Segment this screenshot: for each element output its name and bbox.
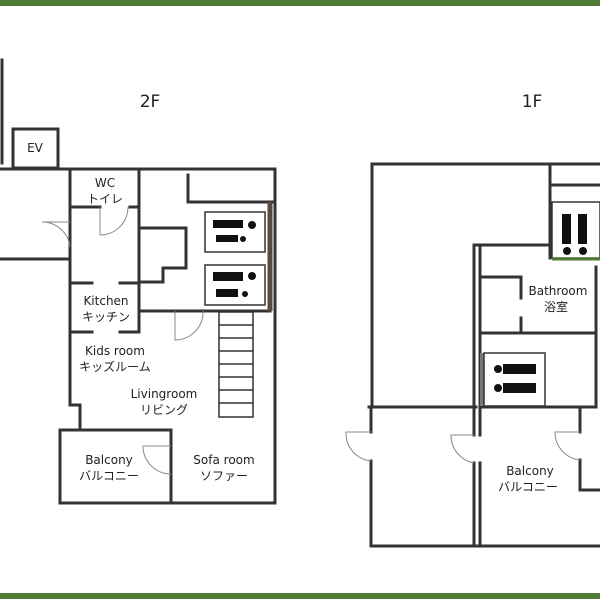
floor-2f-plan: 2F EV WC トイレ xyxy=(0,58,277,505)
bed-icon xyxy=(480,352,546,407)
kids-room-label: Kids room xyxy=(85,344,145,358)
ev-label: EV xyxy=(27,141,44,155)
living-room-label-ja: リビング xyxy=(140,403,188,417)
kitchen-label-ja: キッチン xyxy=(82,310,130,324)
living-room-label: Livingroom xyxy=(131,387,198,401)
bottom-frame-bar xyxy=(0,593,600,599)
bathroom-label-ja: 浴室 xyxy=(544,299,568,314)
staircase xyxy=(218,311,254,418)
wc-label-ja: トイレ xyxy=(87,192,123,206)
balcony-label-ja: バルコニー xyxy=(79,469,139,483)
sofa-room-label-ja: ソファー xyxy=(200,469,248,483)
bed-icon xyxy=(204,264,266,306)
bathroom-label: Bathroom xyxy=(529,284,588,298)
bed-icon xyxy=(204,211,266,253)
balcony-1f-label-ja: バルコニー xyxy=(498,480,558,494)
balcony-label: Balcony xyxy=(85,453,133,467)
sofa-room-label: Sofa room xyxy=(193,453,254,467)
kids-room-label-ja: キッズルーム xyxy=(79,359,151,374)
floor-1f-title: 1F xyxy=(522,92,543,112)
top-frame-bar xyxy=(0,0,600,6)
floor-1f-plan: 1F Bathroom 浴室 Balcony バルコニー xyxy=(345,92,600,548)
balcony-1f-label: Balcony xyxy=(506,464,554,478)
floor-2f-title: 2F xyxy=(140,92,161,112)
bed-icon xyxy=(551,201,600,261)
kitchen-label: Kitchen xyxy=(83,294,128,308)
wc-label: WC xyxy=(95,176,115,190)
